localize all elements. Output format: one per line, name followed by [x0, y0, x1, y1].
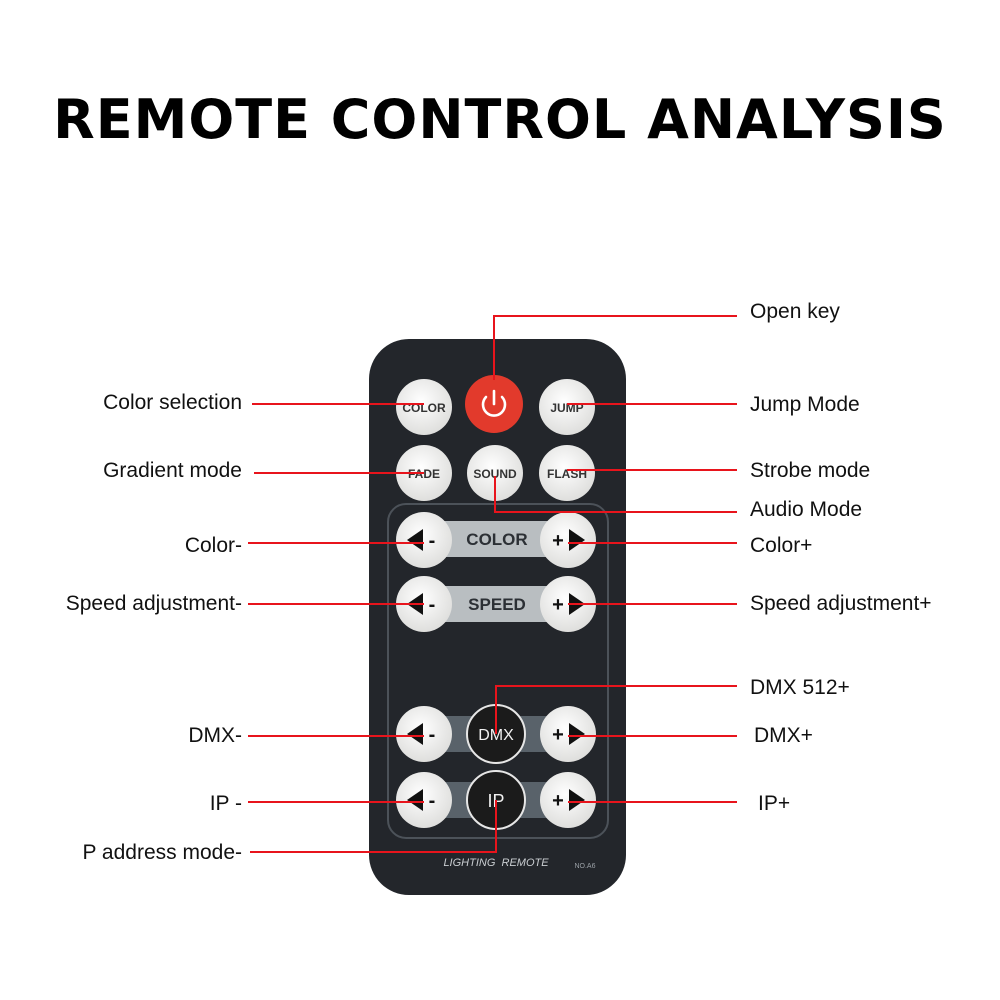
left-arrow-icon	[407, 723, 423, 745]
left-arrow-icon	[407, 789, 423, 811]
power-button[interactable]	[465, 375, 523, 433]
dmx-plus-button[interactable]: +	[540, 706, 596, 762]
label-gradient-mode: Gradient mode	[103, 459, 242, 482]
color-minus-button[interactable]: -	[396, 512, 452, 568]
svg-text:-: -	[429, 724, 436, 746]
label-speed-minus: Speed adjustment-	[65, 592, 242, 615]
svg-text:-: -	[429, 594, 436, 616]
svg-text:+: +	[552, 530, 564, 552]
label-ip-minus: IP -	[209, 792, 242, 815]
label-dmx-minus: DMX-	[188, 724, 242, 747]
svg-text:-: -	[429, 530, 436, 552]
label-color-minus: Color-	[184, 534, 242, 557]
power-icon	[481, 395, 507, 417]
right-arrow-icon	[569, 789, 585, 811]
color-plus-button[interactable]: +	[540, 512, 596, 568]
label-speed-plus: Speed adjustment+	[750, 592, 932, 615]
label-strobe-mode: Strobe mode	[750, 459, 871, 482]
leader-lines	[248, 315, 737, 853]
remote-footer-text: LIGHTING REMOTE	[443, 857, 549, 869]
remote-lower-panel	[387, 503, 609, 839]
label-ip-address-mode: P address mode-	[82, 841, 242, 864]
label-jump-mode: Jump Mode	[750, 393, 860, 416]
sound-button[interactable]: SOUND	[467, 445, 523, 501]
leader-dmx512-plus	[495, 685, 737, 734]
right-arrow-icon	[569, 723, 585, 745]
color-button[interactable]: COLOR	[396, 379, 452, 435]
label-dmx-plus: DMX+	[754, 724, 813, 747]
svg-text:+: +	[552, 724, 564, 746]
color-strip	[430, 521, 565, 557]
svg-text:-: -	[429, 790, 436, 812]
svg-text:DMX: DMX	[478, 727, 514, 744]
leader-ip-address-mode	[250, 800, 497, 853]
dmx-minus-button[interactable]: -	[396, 706, 452, 762]
left-arrow-icon	[407, 529, 423, 551]
label-color-plus: Color+	[750, 534, 813, 557]
ip-minus-button[interactable]: -	[396, 772, 452, 828]
leader-open-key	[493, 315, 737, 380]
color-strip-label: COLOR	[466, 530, 527, 549]
remote-model-text: NO.A6	[574, 863, 595, 870]
svg-text:+: +	[552, 790, 564, 812]
label-ip-plus: IP+	[758, 792, 791, 815]
flash-button[interactable]: FLASH	[539, 445, 595, 501]
speed-strip-label: SPEED	[468, 595, 526, 614]
label-open-key: Open key	[750, 300, 840, 323]
label-audio-mode: Audio Mode	[750, 498, 863, 521]
jump-button[interactable]: JUMP	[539, 379, 595, 435]
speed-strip	[430, 586, 565, 622]
leader-audio-mode	[494, 476, 737, 513]
label-dmx512-plus: DMX 512+	[750, 676, 850, 699]
label-color-selection: Color selection	[103, 391, 242, 414]
svg-text:+: +	[552, 594, 564, 616]
page-title: REMOTE CONTROL ANALYSIS	[53, 88, 947, 151]
ip-plus-button[interactable]: +	[540, 772, 596, 828]
right-arrow-icon	[569, 529, 585, 551]
svg-text:SOUND: SOUND	[473, 467, 517, 481]
